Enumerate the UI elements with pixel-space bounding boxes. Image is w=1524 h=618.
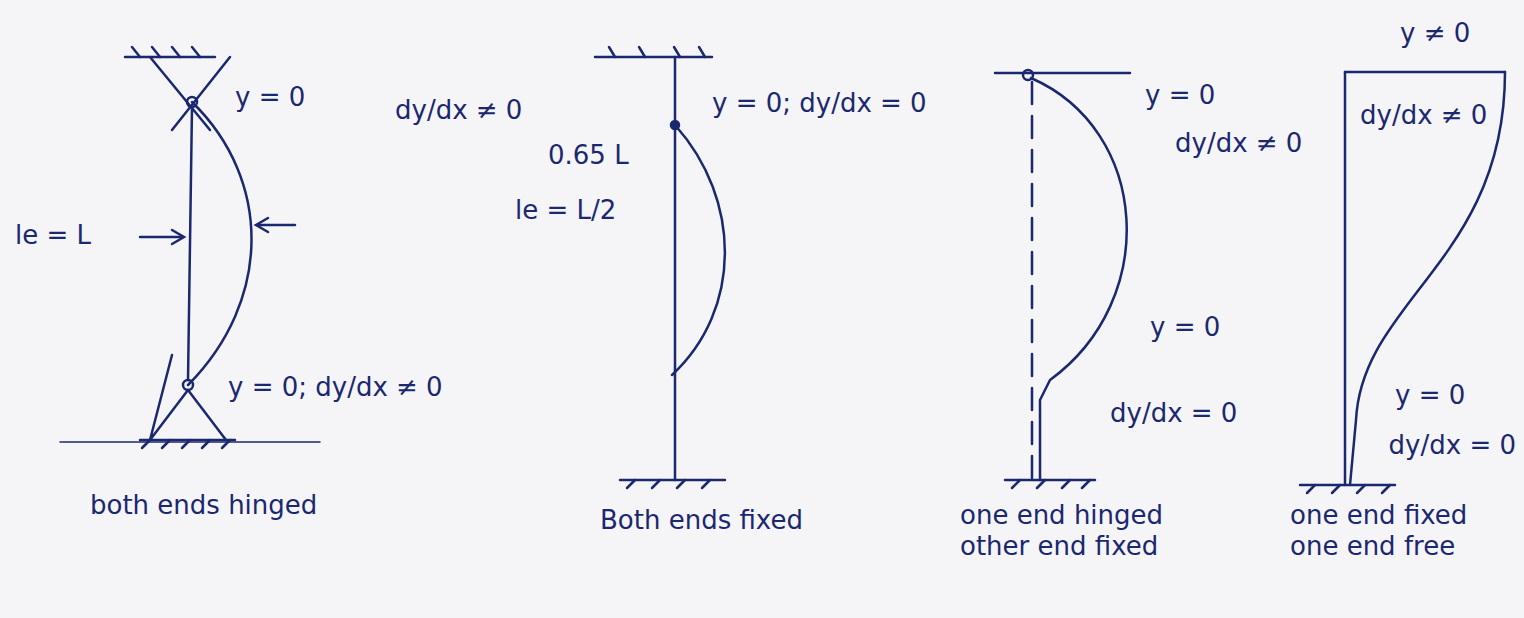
annotation-label: dy/dx = 0 xyxy=(1110,398,1237,429)
annotation-label: both ends hinged xyxy=(90,490,350,521)
annotation-label: dy/dx ≠ 0 xyxy=(1360,100,1487,131)
annotation-label: y = 0 xyxy=(235,82,305,113)
annotation-label: le = L/2 xyxy=(515,195,616,226)
annotation-label: dy/dx ≠ 0 xyxy=(395,95,522,126)
annotation-label: y = 0; dy/dx = 0 xyxy=(712,88,927,119)
annotation-label: y = 0 xyxy=(1395,380,1465,411)
annotation-label: y = 0; dy/dx ≠ 0 xyxy=(228,372,443,403)
annotation-label: y = 0 xyxy=(1145,80,1215,111)
annotation-label: one end hinged other end fixed xyxy=(960,500,1210,562)
cantilever-column xyxy=(1300,72,1505,493)
fixed-column xyxy=(595,47,725,488)
annotation-label: y ≠ 0 xyxy=(1400,18,1470,49)
annotation-label: le = L xyxy=(15,220,91,251)
annotation-label: 0.65 L xyxy=(548,140,629,171)
annotation-label: Both ends fixed xyxy=(600,505,860,536)
annotation-label: dy/dx = 0 xyxy=(1389,430,1516,461)
annotation-label: y = 0 xyxy=(1150,312,1220,343)
hinged-fixed-column xyxy=(995,70,1130,488)
annotation-label: dy/dx ≠ 0 xyxy=(1175,128,1302,159)
annotation-label: one end fixed one end free xyxy=(1290,500,1510,562)
